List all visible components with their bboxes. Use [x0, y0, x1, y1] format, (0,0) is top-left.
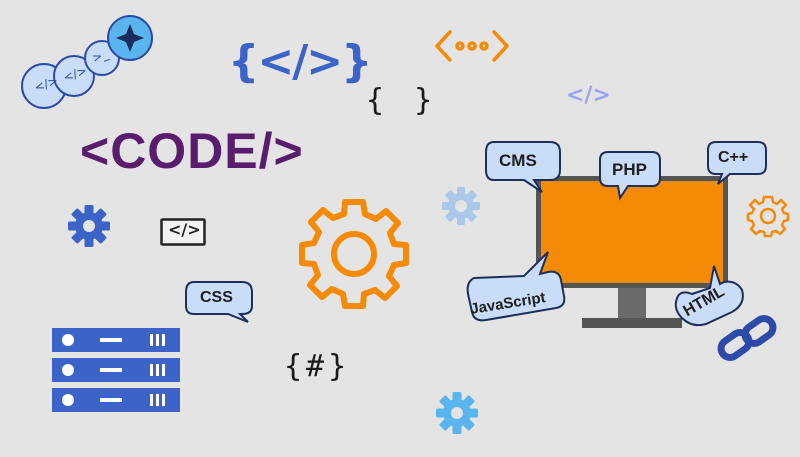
bubble-cms: [485, 141, 561, 193]
code-heading: <CODE/>: [80, 123, 304, 179]
bubble-css-label: CSS: [200, 289, 233, 306]
bubble-cms-label: CMS: [499, 151, 537, 170]
server-stack-icon: [52, 328, 180, 412]
boxed-tag-icon: [160, 218, 206, 246]
orange-gear-icon: [299, 199, 409, 309]
blue-brace-tag: {</>}: [228, 36, 372, 87]
bubble-php: [599, 151, 661, 201]
small-braces: { }: [366, 83, 439, 118]
hash-braces: {#}: [284, 349, 351, 384]
bubble-cpp-label: C++: [718, 149, 749, 166]
sparkle-icon: [116, 24, 144, 52]
sky-gear-icon: [436, 392, 478, 434]
ellipsis-tag-icon: [435, 30, 509, 62]
blue-gear-icon: [68, 205, 110, 247]
lavender-tag: </>: [566, 83, 611, 108]
code-chain-icon: [21, 15, 153, 109]
bubble-php-label: PHP: [612, 160, 647, 179]
bubble-css: [185, 281, 253, 323]
bubble-javascript: [466, 251, 566, 322]
orange-small-gear-icon: [746, 195, 790, 238]
bubble-html: [674, 265, 744, 327]
bubble-cpp: [707, 141, 767, 185]
monitor-icon: [536, 176, 728, 328]
boxed-tag-text: </>: [168, 220, 201, 239]
light-gear-icon: [442, 187, 480, 225]
chain-link-icon: [717, 315, 777, 361]
